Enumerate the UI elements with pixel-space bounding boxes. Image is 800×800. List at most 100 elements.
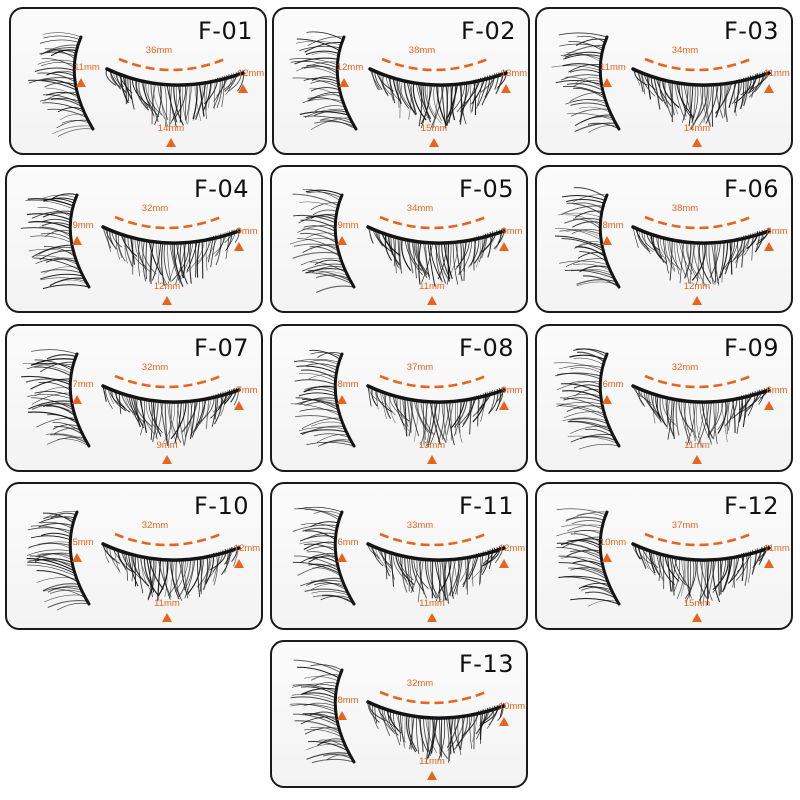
triangle-marker-icon bbox=[234, 242, 244, 251]
product-code: F-10 bbox=[193, 492, 249, 520]
dashed-arc-icon bbox=[644, 532, 752, 547]
triangle-marker-icon bbox=[602, 553, 612, 562]
front-lash-icon bbox=[101, 384, 241, 447]
triangle-marker-icon bbox=[339, 78, 349, 87]
triangle-marker-icon bbox=[427, 613, 437, 622]
triangle-marker-icon bbox=[427, 296, 437, 305]
front-lash-icon bbox=[101, 542, 241, 601]
side-lash-icon bbox=[290, 349, 356, 448]
product-card[interactable]: F-09 32mm 6mm 6mm 11mm bbox=[535, 324, 793, 472]
length-label: 37mm bbox=[671, 520, 699, 531]
product-code: F-04 bbox=[193, 175, 249, 203]
product-code: F-08 bbox=[458, 334, 514, 362]
triangle-marker-icon bbox=[162, 613, 172, 622]
length-label: 33mm bbox=[406, 520, 434, 531]
triangle-marker-icon bbox=[764, 401, 774, 410]
triangle-marker-icon bbox=[337, 236, 347, 245]
dashed-arc-icon bbox=[379, 532, 487, 547]
triangle-marker-icon bbox=[427, 455, 437, 464]
side-lash-icon bbox=[21, 349, 91, 448]
triangle-marker-icon bbox=[499, 559, 509, 568]
left-length-label: 9mm bbox=[337, 220, 359, 231]
right-length-label: 12mm bbox=[237, 68, 265, 79]
product-card[interactable]: F-03 34mm 11mm 11mm 14mm bbox=[535, 7, 793, 155]
side-lash-icon bbox=[26, 510, 91, 611]
front-lash-icon bbox=[368, 67, 508, 129]
front-lash-icon bbox=[105, 67, 245, 131]
product-card[interactable]: F-04 32mm 9mm 9mm 12mm bbox=[5, 165, 263, 313]
lash-illustration bbox=[28, 32, 248, 147]
product-code: F-12 bbox=[723, 492, 779, 520]
product-card[interactable]: F-02 38mm 12mm 13mm 15mm bbox=[272, 7, 530, 155]
center-length-label: 11mm bbox=[419, 756, 445, 767]
product-card[interactable]: F-10 32mm 5mm 12mm 11mm bbox=[5, 482, 263, 630]
triangle-marker-icon bbox=[764, 242, 774, 251]
lash-illustration bbox=[289, 188, 509, 305]
length-label: 34mm bbox=[671, 45, 699, 56]
triangle-marker-icon bbox=[162, 455, 172, 464]
front-lash-icon bbox=[366, 542, 506, 604]
lash-illustration bbox=[292, 506, 509, 622]
length-label: 34mm bbox=[406, 203, 434, 214]
front-lash-icon bbox=[366, 700, 506, 763]
product-card[interactable]: F-11 33mm 6mm 12mm 11mm bbox=[270, 482, 528, 630]
triangle-marker-icon bbox=[602, 236, 612, 245]
length-label: 32mm bbox=[141, 362, 169, 373]
product-code: F-05 bbox=[458, 175, 514, 203]
product-card[interactable]: F-05 34mm 9mm 9mm 11mm bbox=[270, 165, 528, 313]
lash-illustration bbox=[289, 659, 509, 780]
product-code: F-03 bbox=[723, 17, 779, 45]
dashed-arc-icon bbox=[379, 690, 487, 705]
product-code: F-13 bbox=[458, 650, 514, 678]
left-length-label: 9mm bbox=[72, 220, 94, 231]
side-lash-icon bbox=[292, 506, 356, 606]
triangle-marker-icon bbox=[692, 138, 702, 147]
product-card[interactable]: F-12 37mm 10mm 11mm 15mm bbox=[535, 482, 793, 630]
triangle-marker-icon bbox=[234, 559, 244, 568]
right-length-label: 10mm bbox=[498, 701, 526, 712]
side-lash-icon bbox=[553, 348, 621, 450]
triangle-marker-icon bbox=[692, 613, 702, 622]
triangle-marker-icon bbox=[337, 553, 347, 562]
dashed-arc-icon bbox=[114, 532, 222, 547]
triangle-marker-icon bbox=[234, 401, 244, 410]
lash-illustration bbox=[20, 193, 244, 305]
triangle-marker-icon bbox=[76, 78, 86, 87]
triangle-marker-icon bbox=[166, 138, 176, 147]
product-card[interactable]: F-06 38mm 8mm 8mm 12mm bbox=[535, 165, 793, 313]
left-length-label: 7mm bbox=[72, 379, 94, 390]
dashed-arc-icon bbox=[644, 215, 752, 230]
triangle-marker-icon bbox=[72, 553, 82, 562]
product-card[interactable]: F-07 32mm 7mm 7mm 9mm bbox=[5, 324, 263, 472]
lash-illustration bbox=[289, 31, 511, 147]
center-length-label: 12mm bbox=[153, 281, 181, 292]
left-length-label: 6mm bbox=[602, 379, 624, 390]
center-length-label: 15mm bbox=[683, 598, 711, 609]
triangle-marker-icon bbox=[602, 78, 612, 87]
triangle-marker-icon bbox=[499, 242, 509, 251]
length-label: 32mm bbox=[406, 678, 434, 689]
center-length-label: 14mm bbox=[683, 123, 711, 134]
lash-illustration bbox=[26, 510, 244, 622]
triangle-marker-icon bbox=[72, 395, 82, 404]
front-lash-icon bbox=[631, 225, 771, 287]
product-card[interactable]: F-13 32mm 8mm 10mm 11mm bbox=[270, 640, 528, 788]
lash-illustration bbox=[554, 187, 774, 305]
triangle-marker-icon bbox=[764, 84, 774, 93]
left-length-label: 5mm bbox=[72, 537, 94, 548]
right-length-label: 7mm bbox=[236, 385, 258, 396]
triangle-marker-icon bbox=[499, 717, 509, 726]
product-card[interactable]: F-08 37mm 8mm 9mm 13mm bbox=[270, 324, 528, 472]
product-code: F-06 bbox=[723, 175, 779, 203]
dashed-arc-icon bbox=[114, 374, 222, 389]
triangle-marker-icon bbox=[692, 296, 702, 305]
front-lash-icon bbox=[631, 384, 771, 448]
dashed-arc-icon bbox=[118, 57, 226, 72]
side-lash-icon bbox=[289, 659, 356, 764]
product-card[interactable]: F-01 36mm 11mm 12mm 14mm bbox=[9, 7, 267, 155]
triangle-marker-icon bbox=[602, 395, 612, 404]
left-length-label: 8mm bbox=[337, 379, 359, 390]
front-lash-icon bbox=[366, 225, 506, 287]
left-length-label: 8mm bbox=[602, 220, 624, 231]
